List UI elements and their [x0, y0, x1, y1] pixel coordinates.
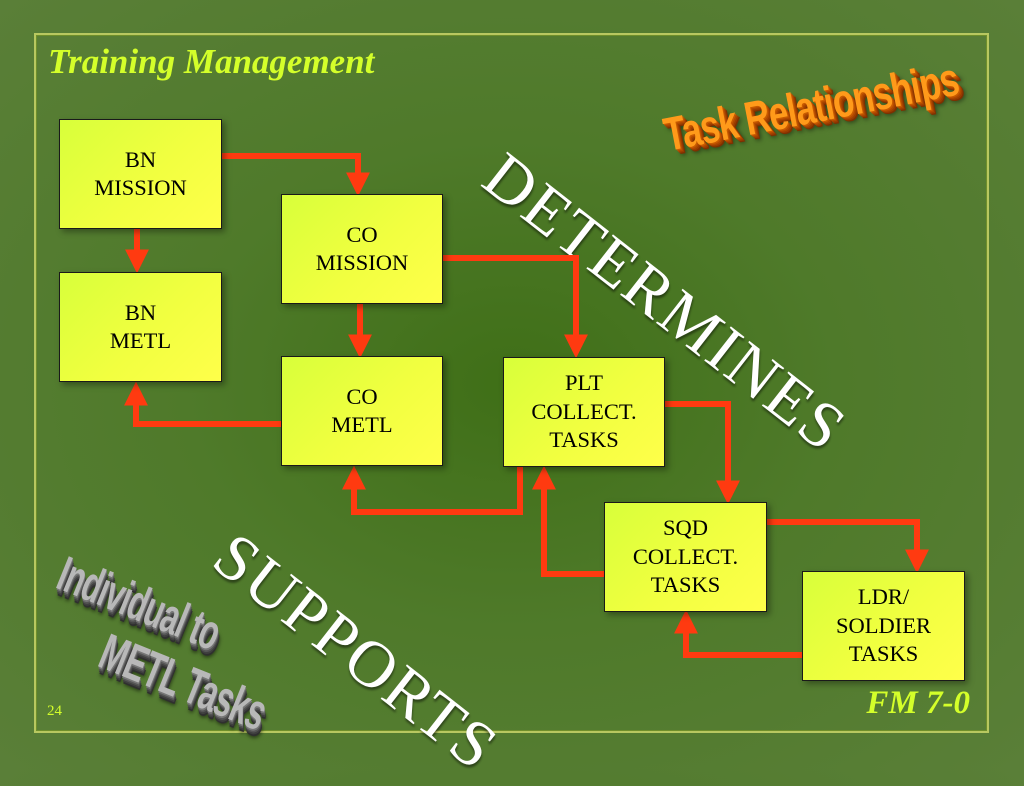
- arrow-co-mission-to-plt: [443, 255, 588, 359]
- bn-metl-box: BN METL: [59, 272, 222, 382]
- ldr-soldier-tasks-box: LDR/ SOLDIER TASKS: [802, 571, 965, 681]
- page-number: 24: [47, 703, 62, 719]
- slide-frame: [34, 33, 989, 733]
- plt-collect-tasks-box: PLT COLLECT. TASKS: [503, 357, 665, 467]
- bn-mission-box: BN MISSION: [59, 119, 222, 229]
- arrow-sqd-to-plt: [532, 465, 604, 577]
- arrow-plt-to-sqd: [665, 401, 740, 505]
- co-mission-box: CO MISSION: [281, 194, 443, 304]
- footer-label: FM 7-0: [866, 685, 970, 721]
- connector-arrows: [124, 153, 929, 658]
- slide-title: Training Management: [48, 42, 375, 81]
- sqd-collect-tasks-box: SQD COLLECT. TASKS: [604, 502, 767, 612]
- arrow-plt-to-co-metl: [342, 465, 523, 515]
- co-metl-box: CO METL: [281, 356, 443, 466]
- slide: Training Management DETERMINES SUPPORTS …: [34, 33, 989, 785]
- arrow-bn-mission-to-co-mission: [222, 153, 370, 197]
- arrow-ldr-to-sqd: [674, 609, 802, 658]
- arrow-sqd-to-ldr: [767, 519, 929, 574]
- arrow-co-metl-to-bn-metl: [124, 381, 282, 427]
